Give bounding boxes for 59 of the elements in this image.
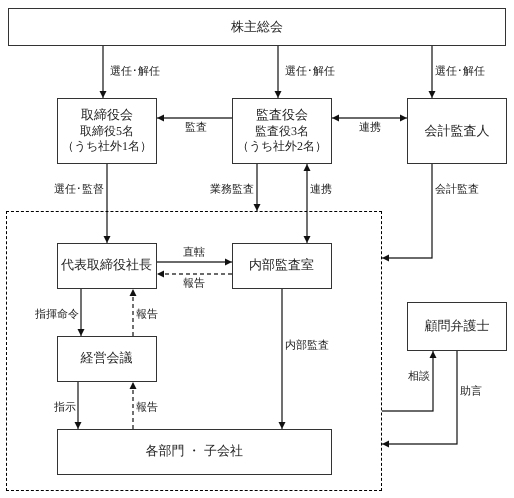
box-title: 各部門 ・ 子会社: [145, 443, 243, 460]
edge-label: 指揮命令: [35, 310, 79, 320]
dashed-group-frame: [6, 211, 382, 491]
arrow: [100, 46, 106, 98]
edge-label: 選任･解任: [435, 66, 485, 78]
edge-label: 選任･解任: [110, 66, 160, 78]
org-box: [56, 242, 156, 288]
edge-label: 報告: [136, 310, 158, 320]
arrow: [382, 351, 436, 412]
edge-label: 相談: [408, 372, 430, 382]
edge-label: 報告: [136, 402, 158, 414]
box-title: 顧問弁護士: [424, 318, 490, 335]
edge-label: 直轄: [183, 248, 205, 258]
edge-label: 連携: [359, 122, 381, 134]
org-box: [8, 8, 506, 46]
arrow: [157, 258, 232, 266]
edge-label: 会計監査: [435, 184, 479, 196]
org-box: [56, 336, 156, 382]
box-detail: （うち社外1名）: [62, 139, 152, 156]
arrow: [78, 289, 84, 336]
arrow: [382, 351, 458, 448]
edge-label: 選任･解任: [285, 66, 335, 78]
org-box: [56, 428, 332, 474]
arrow: [274, 46, 282, 98]
arrow: [304, 164, 310, 243]
org-box: [232, 98, 332, 164]
arrow: [254, 164, 260, 211]
edge-label: 監査: [185, 122, 207, 134]
arrow: [74, 382, 82, 429]
arrow: [157, 270, 232, 278]
box-detail: （うち社外2名）: [237, 139, 327, 156]
box-title: 株主総会: [231, 18, 283, 36]
box-title: 経営会議: [80, 350, 132, 367]
org-box: [57, 98, 157, 164]
arrow: [428, 46, 436, 98]
org-box: [232, 242, 332, 288]
edge-label: 業務監査: [210, 184, 254, 196]
box-title: 取締役会: [81, 106, 133, 124]
org-box: [407, 98, 507, 164]
edge-label: 指示: [54, 402, 76, 414]
arrow: [278, 289, 286, 429]
arrow: [130, 289, 136, 336]
box-detail: 監査役3名: [255, 124, 309, 140]
box-title: 内部監査室: [249, 257, 314, 274]
arrow: [157, 114, 232, 122]
edge-label: 内部監査: [285, 340, 329, 352]
box-title: 会計監査人: [424, 122, 490, 140]
box-title: 代表取締役社長: [61, 257, 152, 274]
edge-label: 選任･監督: [54, 184, 104, 196]
edge-label: 助言: [460, 386, 482, 398]
arrow: [130, 382, 136, 429]
box-detail: 取締役5名: [80, 124, 134, 140]
edge-label: 連携: [310, 184, 332, 196]
edge-label: 報告: [183, 278, 205, 290]
org-box: [407, 302, 507, 351]
arrow: [332, 114, 407, 122]
box-title: 監査役会: [256, 106, 308, 124]
arrow: [104, 164, 110, 243]
arrow: [382, 164, 433, 262]
